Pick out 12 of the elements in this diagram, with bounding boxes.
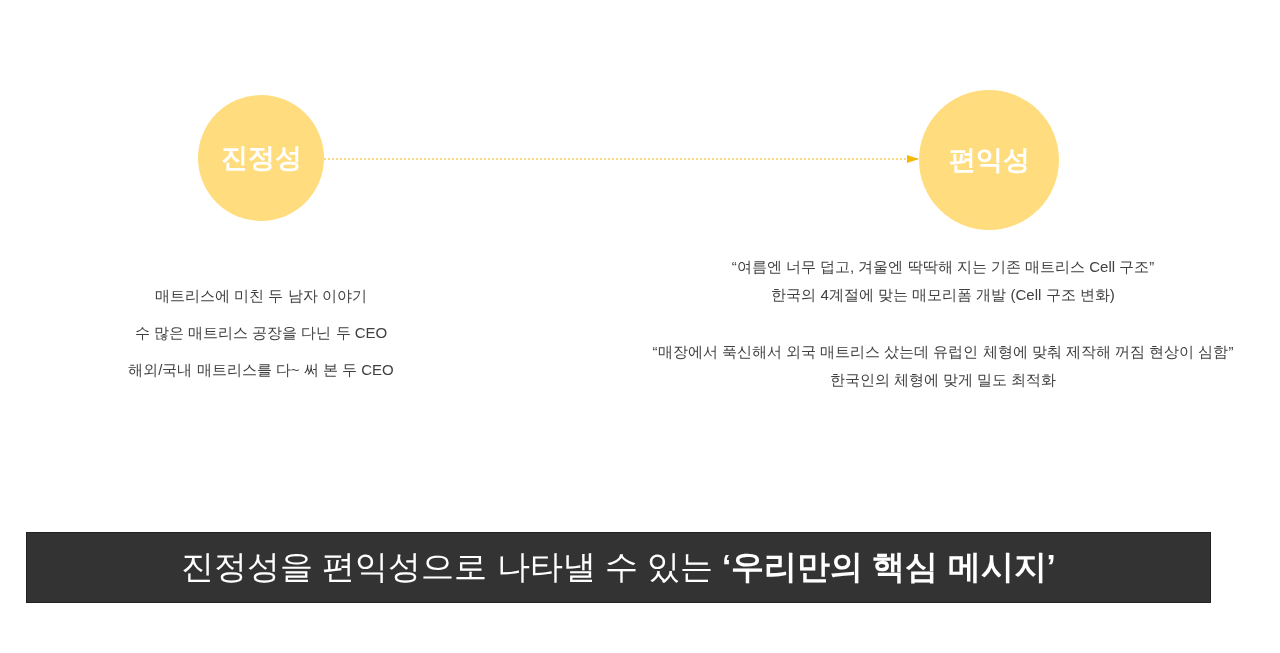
message-banner <box>26 532 1211 603</box>
quote-text: “매장에서 푹신해서 외국 매트리스 샀는데 유럽인 체형에 맞춰 제작해 꺼짐 현상이 심함” <box>652 342 1234 362</box>
story-text: 매트리스에 미친 두 남자 이야기 <box>155 286 367 306</box>
quote-text: “여름엔 너무 덥고, 겨울엔 딱딱해 지는 기존 매트리스 Cell 구조” <box>731 257 1155 277</box>
solution-text: 한국인의 체형에 맞게 밀도 최적화 <box>829 370 1057 390</box>
circle-label: 진정성 <box>220 142 302 175</box>
banner-text: 진정성을 편익성으로 나타낼 수 있는 ‘우리만의 핵심 메시지’ <box>181 547 1056 587</box>
arrow <box>323 155 920 163</box>
story-text: 해외/국내 매트리스를 다~ 써 본 두 CEO <box>128 360 394 380</box>
solution-text: 한국의 4계절에 맞는 매모리폼 개발 (Cell 구조 변화) <box>771 285 1115 305</box>
circle-label: 편익성 <box>948 144 1030 177</box>
story-text: 수 많은 매트리스 공장을 다닌 두 CEO <box>134 323 388 343</box>
